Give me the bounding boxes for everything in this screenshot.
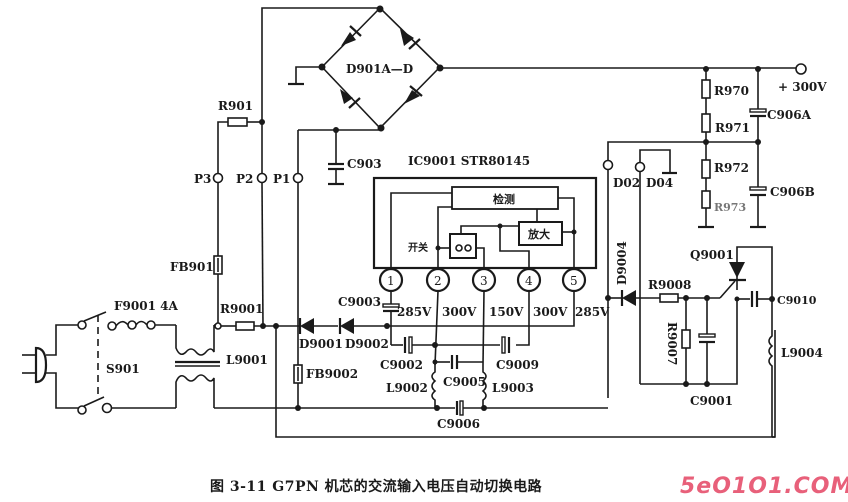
- r9001-label: R9001: [220, 302, 263, 316]
- capacitor-c9010: C9010: [737, 291, 817, 307]
- svg-text:5: 5: [570, 274, 578, 288]
- svg-text:2: 2: [434, 274, 442, 288]
- inductor-l9004: L9004: [768, 299, 823, 437]
- resistor-r971: R971: [701, 113, 750, 142]
- resistor-r970: R970: [701, 69, 749, 114]
- r973-label: R973: [714, 201, 746, 214]
- fuse-f9001: F9001 4A: [107, 299, 178, 331]
- c9002-label: C9002: [380, 358, 423, 372]
- c903-label: C903: [347, 157, 382, 171]
- bridge-rectifier-d901: D901A—D: [318, 5, 444, 132]
- r901-label: R901: [218, 99, 253, 113]
- pin2-voltage: 300V: [442, 305, 477, 319]
- bridge-label: D901A—D: [346, 62, 413, 76]
- svg-text:4: 4: [525, 274, 533, 288]
- c9003-label: C9003: [338, 295, 381, 309]
- capacitor-c906a: C906A: [749, 69, 812, 142]
- pin1-voltage: 285V: [397, 305, 432, 319]
- c906a-label: C906A: [767, 108, 812, 122]
- thyristor-q9001: Q9001: [690, 246, 773, 302]
- ferrite-fb9002: FB9002: [293, 364, 358, 411]
- ferrite-fb901: FB901: [170, 255, 223, 275]
- c9010-label: C9010: [777, 294, 817, 307]
- r971-label: R971: [715, 121, 750, 135]
- p3-label: P3: [194, 172, 211, 186]
- f9001-label: F9001 4A: [114, 299, 178, 313]
- svg-text:3: 3: [480, 274, 488, 288]
- ic-amp-block: 放大: [527, 227, 550, 241]
- d04-label: D04: [646, 176, 673, 190]
- ic-switch-label: 开关: [408, 241, 428, 254]
- c906b-label: C906B: [770, 185, 815, 199]
- capacitor-c903: C903: [328, 127, 382, 186]
- r9008-label: R9008: [648, 278, 691, 292]
- output-voltage-label: + 300V: [778, 80, 827, 94]
- d9004-label: D9004: [615, 241, 629, 285]
- c9005-label: C9005: [443, 375, 486, 389]
- ic9001-package: 检测 放大 开关: [372, 176, 598, 270]
- terminal-d02: D02: [602, 159, 640, 398]
- l9003-label: L9003: [492, 381, 534, 395]
- ac-plug: [22, 324, 80, 409]
- pin3-voltage: 150V: [489, 305, 524, 319]
- ic-pin-5: 5: [561, 267, 587, 293]
- capacitor-c906b: C906B: [749, 142, 815, 229]
- fb901-label: FB901: [170, 260, 214, 274]
- q9001-label: Q9001: [690, 248, 734, 262]
- ic-pin-4: 4: [516, 267, 542, 293]
- l9001-label: L9001: [226, 353, 268, 367]
- terminal-p2: P2: [236, 122, 268, 327]
- c9009-label: C9009: [496, 358, 539, 372]
- capacitor-c9002: C9002: [380, 336, 500, 372]
- watermark-logo: 5eO1O1.COM: [680, 474, 848, 499]
- resistor-r9007: R9007: [665, 298, 691, 384]
- r972-label: R972: [714, 161, 749, 175]
- resistor-r9001: R9001: [220, 302, 300, 331]
- ic-pin-1: 1: [378, 267, 404, 293]
- l9002-label: L9002: [386, 381, 428, 395]
- r970-label: R970: [714, 84, 749, 98]
- inductor-l9003: L9003: [481, 365, 534, 408]
- l9004-label: L9004: [781, 346, 823, 360]
- d02-label: D02: [613, 176, 640, 190]
- ic-title: IC9001 STR80145: [408, 154, 530, 168]
- capacitor-c9006: C9006: [437, 400, 484, 431]
- capacitor-c9009: C9009: [496, 336, 539, 372]
- pin4-voltage: 300V: [533, 305, 568, 319]
- ic-pin-3: 3: [471, 267, 497, 293]
- capacitor-c9003: C9003: [338, 295, 400, 345]
- r9007-label: R9007: [665, 322, 679, 365]
- terminal-p3: P3: [194, 121, 228, 186]
- p1-label: P1: [273, 172, 290, 186]
- resistor-r972: R972: [701, 142, 749, 191]
- diode-d9001: D9001: [298, 318, 343, 351]
- ic-pin-2: 2: [425, 267, 451, 293]
- diode-d9004: D9004: [608, 241, 660, 306]
- inductor-l9002: L9002: [386, 362, 437, 408]
- c9001-label: C9001: [690, 394, 733, 408]
- capacitor-c9005: C9005: [443, 355, 486, 389]
- resistor-r901: R901: [218, 99, 262, 127]
- terminal-p1: P1: [273, 130, 304, 186]
- ic-detect-block: 检测: [493, 192, 515, 206]
- c9006-label: C9006: [437, 417, 480, 431]
- figure-caption: 图 3-11 G7PN 机芯的交流输入电压自动切换电路: [210, 479, 543, 495]
- p2-label: P2: [236, 172, 253, 186]
- diode-d9002: D9002: [338, 318, 389, 351]
- transformer-l9001: L9001: [175, 325, 268, 408]
- d9002-label: D9002: [345, 337, 389, 351]
- switch-s901: S901: [77, 311, 176, 415]
- resistor-r973: R973: [698, 190, 746, 229]
- pin5-voltage: 285V: [575, 305, 610, 319]
- capacitor-c9001: C9001: [690, 298, 733, 408]
- d9001-label: D9001: [299, 337, 343, 351]
- s901-label: S901: [106, 362, 140, 376]
- fb9002-label: FB9002: [306, 367, 358, 381]
- terminal-d04: D04: [634, 149, 677, 384]
- svg-text:1: 1: [387, 274, 395, 288]
